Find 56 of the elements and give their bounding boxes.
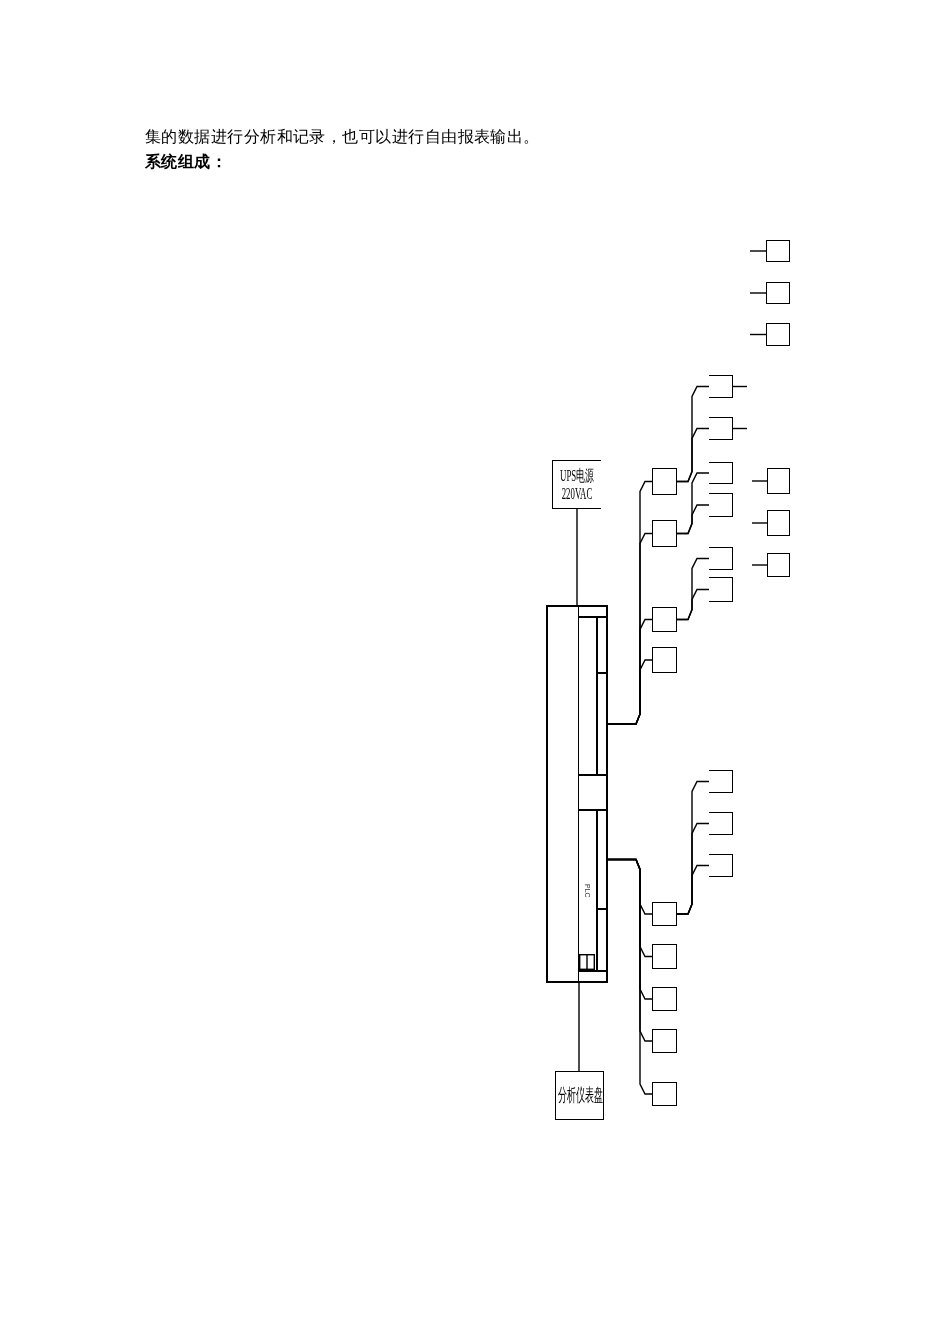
connector-line [732,385,748,388]
empty-box [709,854,733,877]
panel-section [578,605,608,617]
connector-line [732,427,748,430]
empty-box [709,375,733,398]
connector-line [576,508,578,606]
connector-line [751,480,768,482]
empty-box [652,987,677,1011]
connector-line [607,659,653,725]
empty-box [709,547,733,570]
panel-section [597,909,608,971]
connector-line [749,333,767,336]
empty-box [709,462,733,484]
panel-section [597,673,608,775]
empty-box [709,493,733,517]
empty-box [766,282,790,304]
empty-box [652,520,677,547]
panel-section [578,617,597,775]
empty-box [767,468,790,494]
connector-line [749,292,767,294]
connector-line [751,564,768,566]
panel-section [578,971,608,983]
body-text: 集的数据进行分析和记录，也可以进行自由报表输出。 [145,127,540,147]
empty-box [652,647,677,673]
empty-box [709,577,733,602]
empty-box [652,1029,677,1053]
connector-line [751,522,768,524]
panel-title: 分析仪表盘 [556,1085,604,1106]
empty-box [652,1082,677,1106]
empty-box [652,468,677,495]
empty-box [652,902,677,926]
empty-box [766,323,790,346]
empty-box [652,944,677,969]
section-heading: 系统组成： [145,152,228,172]
panel-section [597,617,608,673]
empty-box [709,770,733,793]
analyzer-panel-box [555,1071,604,1120]
panel-section [578,775,608,810]
connector-line [607,858,653,1095]
panel-section [578,810,597,971]
empty-box [709,417,733,440]
empty-box [767,510,790,536]
power-supply-box [552,460,601,509]
power-label: UPS电源 220VAC [559,466,595,503]
empty-box [767,553,790,577]
empty-box [766,240,790,262]
connector-line [578,982,580,1072]
connector-line [676,864,710,915]
connector-line [676,588,710,621]
empty-box [652,607,677,632]
connector-line [676,427,710,483]
panel-section [597,810,608,909]
connector-line [749,250,767,252]
empty-box [709,812,733,835]
cabinet-box [546,605,608,983]
connector-line [676,504,710,535]
